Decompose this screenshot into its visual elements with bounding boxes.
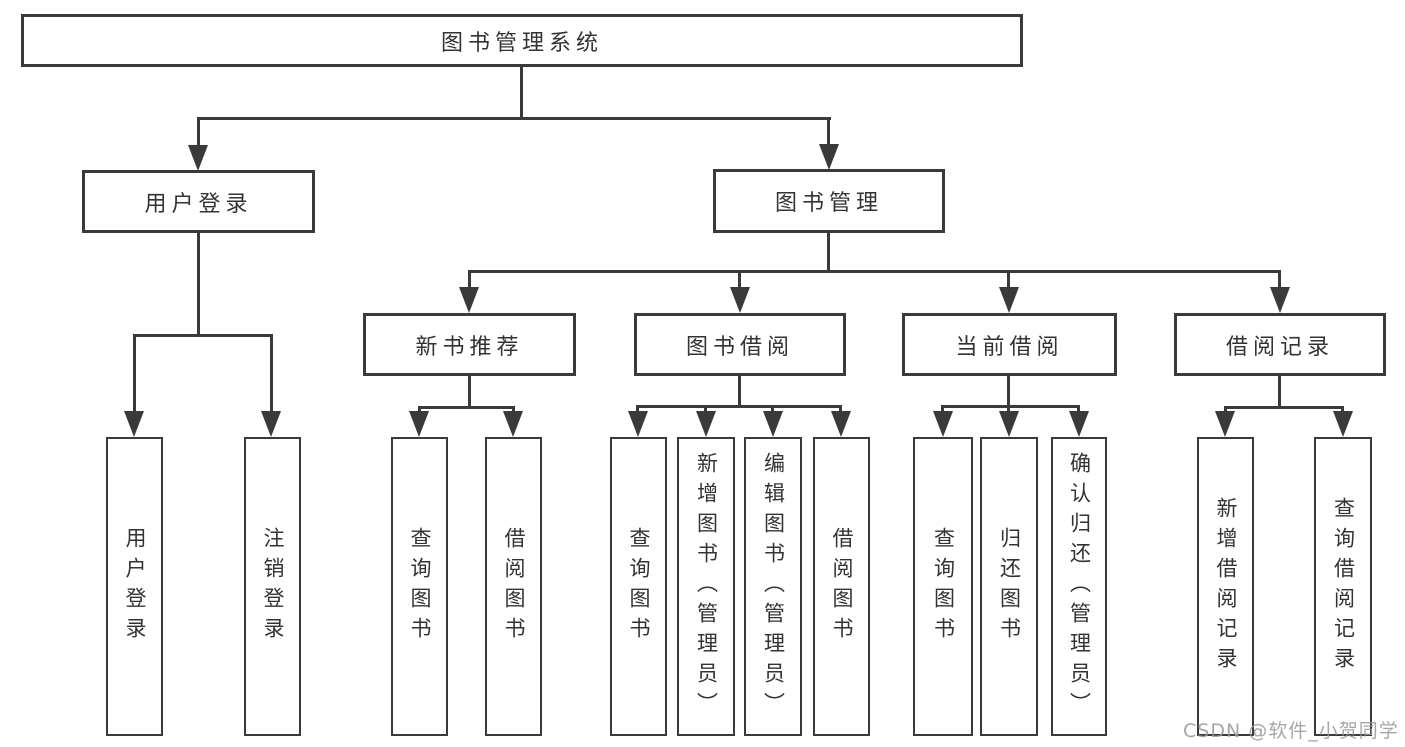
arrowhead-newbooks — [459, 287, 479, 313]
leaf-current-confirm-admin: 确认归还（管理员） — [1051, 437, 1107, 736]
leaf-records-query: 查询借阅记录 — [1314, 437, 1372, 736]
connector-newbooks-branch — [418, 406, 515, 409]
leaf-current-return: 归还图书 — [980, 437, 1038, 736]
connector-records-branch — [1224, 406, 1344, 409]
arrowhead-user-login — [188, 145, 208, 171]
arrowhead-nb2 — [503, 411, 523, 437]
connector-drop-user-login — [197, 117, 200, 149]
connector-drop-leaf-logout — [270, 334, 273, 414]
arrowhead-leaf-login — [124, 411, 144, 437]
arrowhead-bookborrow — [730, 287, 750, 313]
leaf-newbooks-borrow: 借阅图书 — [485, 437, 542, 736]
connector-bookborrow-branch — [637, 405, 842, 408]
connector-drop-records — [1278, 270, 1281, 292]
connector-drop-leaf-login — [133, 334, 136, 414]
leaf-current-query: 查询图书 — [913, 437, 973, 736]
node-borrow-records: 借阅记录 — [1174, 313, 1386, 376]
connector-drop-cb3 — [1077, 405, 1080, 416]
leaf-borrow-add-admin: 新增图书（管理员） — [677, 437, 735, 736]
connector-drop-newbooks — [468, 270, 471, 292]
connector-current-branch — [941, 405, 1080, 408]
arrowhead-cb3 — [1069, 411, 1089, 437]
connector-bookborrow-stem — [738, 376, 741, 407]
connector-drop-bb1 — [636, 405, 639, 416]
arrowhead-records — [1270, 287, 1290, 313]
arrowhead-cb1 — [933, 411, 953, 437]
node-current-borrow: 当前借阅 — [902, 313, 1117, 376]
arrowhead-currentborrow — [999, 287, 1019, 313]
connector-records-stem — [1278, 376, 1281, 408]
arrowhead-bb2 — [696, 411, 716, 437]
connector-drop-bb2 — [704, 405, 707, 416]
arrowhead-cb2 — [999, 411, 1019, 437]
connector-current-stem — [1007, 376, 1010, 407]
arrowhead-bb4 — [831, 411, 851, 437]
node-new-book-recommend: 新书推荐 — [363, 313, 576, 376]
connector-level2-branch — [468, 270, 1281, 273]
connector-drop-bb3 — [771, 405, 774, 416]
leaf-newbooks-query: 查询图书 — [391, 437, 448, 736]
connector-root-stem — [520, 67, 523, 118]
connector-level1-branch — [197, 117, 831, 120]
node-root-system: 图书管理系统 — [21, 14, 1023, 67]
arrowhead-book-mgmt — [819, 144, 839, 170]
arrowhead-leaf-logout — [261, 411, 281, 437]
connector-login-branch — [133, 334, 273, 337]
leaf-logout: 注销登录 — [244, 437, 301, 736]
connector-newbooks-stem — [468, 376, 471, 408]
arrowhead-bb1 — [628, 411, 648, 437]
connector-drop-book-mgmt — [827, 117, 830, 149]
arrowhead-bb3 — [763, 411, 783, 437]
connector-drop-cb2 — [1007, 405, 1010, 416]
connector-drop-cb1 — [941, 405, 944, 416]
leaf-records-add: 新增借阅记录 — [1197, 437, 1254, 736]
node-book-borrow: 图书借阅 — [634, 313, 846, 376]
arrowhead-nb1 — [409, 411, 429, 437]
node-user-login: 用户登录 — [82, 170, 315, 233]
connector-mgmt-stem — [827, 233, 830, 272]
connector-drop-bb4 — [839, 405, 842, 416]
leaf-borrow-edit-admin: 编辑图书（管理员） — [744, 437, 802, 736]
connector-drop-bookborrow — [738, 270, 741, 292]
connector-login-stem — [197, 233, 200, 336]
arrowhead-br2 — [1333, 411, 1353, 437]
arrowhead-br1 — [1215, 411, 1235, 437]
csdn-watermark: CSDN @软件_小贺同学 — [1183, 720, 1399, 742]
connector-drop-currentborrow — [1007, 270, 1010, 292]
leaf-borrow-borrow: 借阅图书 — [813, 437, 870, 736]
node-book-management: 图书管理 — [713, 169, 945, 233]
leaf-borrow-query: 查询图书 — [610, 437, 667, 736]
leaf-user-login: 用户登录 — [106, 437, 163, 736]
